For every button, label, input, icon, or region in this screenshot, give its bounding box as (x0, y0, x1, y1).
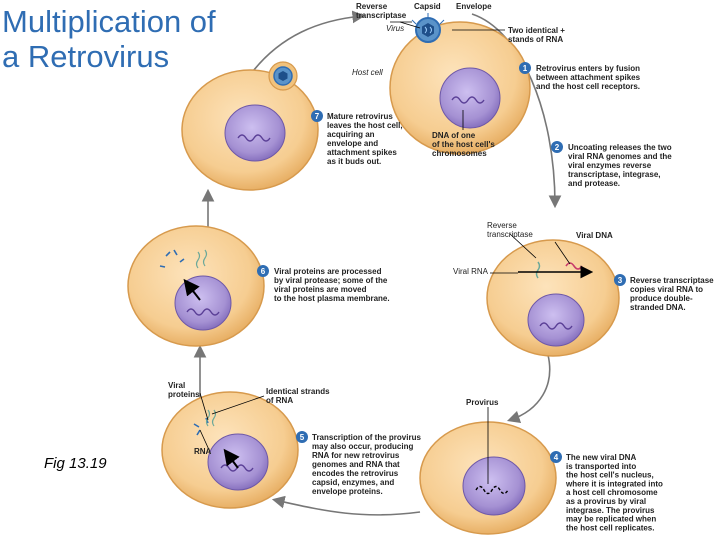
viral-rna-icon (535, 261, 541, 279)
label-dna-of-one: DNA of one of the host cell's chromosome… (432, 131, 497, 158)
host-cell-step-1 (389, 13, 531, 155)
leader-lines (199, 21, 571, 484)
step-4-text: The new viral DNA is transported into th… (565, 453, 665, 532)
chromosome-dna (237, 134, 271, 142)
label-viral-rna: Viral RNA (453, 267, 489, 276)
viral-proteins-icon (159, 249, 185, 268)
svg-text:5: 5 (300, 433, 305, 442)
step-2: 2 Uncoating releases the two viral RNA g… (551, 141, 674, 188)
nucleus (462, 456, 526, 516)
label-host-cell: Host cell (352, 68, 383, 77)
label-envelope: Envelope (456, 2, 492, 11)
nucleus (174, 275, 232, 331)
step-4: 4 The new viral DNA is transported into … (550, 451, 665, 532)
slide-title-line-2: a Retrovirus (2, 39, 170, 74)
step-6: 6 Viral proteins are processed by viral … (257, 265, 390, 303)
host-cell-step-5 (161, 391, 299, 509)
step-6-marker (257, 265, 269, 277)
step-1-marker (519, 62, 531, 74)
label-identical-strands: Identical strands of RNA (266, 387, 332, 405)
label-rna: RNA (194, 447, 212, 456)
virus-particle (415, 17, 441, 43)
diagram-labels: Reverse transcriptase Capsid Envelope Vi… (168, 2, 613, 456)
cycle-arrow-7-1 (249, 10, 366, 76)
cycle-arrows (193, 10, 562, 516)
label-viral-proteins: Viral proteins (168, 381, 200, 399)
step-5-text: Transcription of the provirus may also o… (312, 433, 423, 496)
step-6-text: Viral proteins are processed by viral pr… (274, 267, 390, 303)
viral-rna-icon (195, 249, 208, 269)
slide-title-line-1: Multiplication of (2, 4, 216, 39)
figure-label: Fig 13.19 (44, 455, 107, 472)
movement-arrow (183, 278, 201, 301)
step-5: 5 Transcription of the provirus may also… (296, 431, 423, 496)
step-5-marker (296, 431, 308, 443)
step-3: 3 Reverse transcriptase copies viral RNA… (614, 274, 716, 312)
cycle-arrow-4-5 (271, 495, 421, 516)
label-two-identical-rna: Two identical + stands of RNA (508, 26, 567, 44)
slide-title: Multiplication of a Retrovirus (2, 4, 216, 74)
provirus-dna (475, 485, 509, 495)
budding-virus (268, 61, 298, 91)
step-7-text: Mature retrovirus leaves the host cell, … (327, 112, 405, 166)
svg-text:2: 2 (555, 143, 560, 152)
label-reverse-transcriptase-2: Reverse transcriptase (487, 221, 533, 239)
step-2-text: Uncoating releases the two viral RNA gen… (568, 143, 674, 188)
svg-text:1: 1 (523, 64, 528, 73)
host-cell-step-6 (127, 225, 265, 347)
step-3-marker (614, 274, 626, 286)
label-provirus: Provirus (466, 398, 499, 407)
chromosome-dna (186, 308, 220, 316)
label-capsid: Capsid (414, 2, 441, 11)
svg-text:7: 7 (315, 112, 320, 121)
viral-dna-icon (565, 262, 583, 270)
step-1-text: Retrovirus enters by fusion between atta… (536, 64, 642, 91)
nucleus (527, 293, 585, 347)
cycle-arrow-3-4 (506, 354, 551, 424)
svg-text:4: 4 (554, 453, 559, 462)
host-cell-step-7 (181, 61, 319, 191)
step-7-marker (311, 110, 323, 122)
cycle-arrow-1-2 (471, 13, 562, 209)
step-2-marker (551, 141, 563, 153)
label-viral-dna: Viral DNA (576, 231, 613, 240)
step-4-marker (550, 451, 562, 463)
chromosome-dna (539, 322, 573, 330)
step-3-text: Reverse transcriptase copies viral RNA t… (630, 276, 716, 312)
rna-strands-icon (205, 409, 217, 427)
step-7: 7 Mature retrovirus leaves the host cell… (311, 110, 405, 166)
nucleus (224, 104, 286, 162)
nucleus (207, 433, 269, 491)
movement-arrow (223, 448, 240, 469)
chromosome-dna (451, 96, 485, 104)
host-cell-step-3 (486, 239, 620, 357)
label-virus: Virus (386, 24, 404, 33)
svg-text:3: 3 (618, 276, 623, 285)
svg-text:6: 6 (261, 267, 266, 276)
attachment-spikes (411, 13, 445, 25)
step-1: 1 Retrovirus enters by fusion between at… (519, 62, 642, 91)
label-reverse-transcriptase-1: Reverse transcriptase (356, 2, 407, 20)
